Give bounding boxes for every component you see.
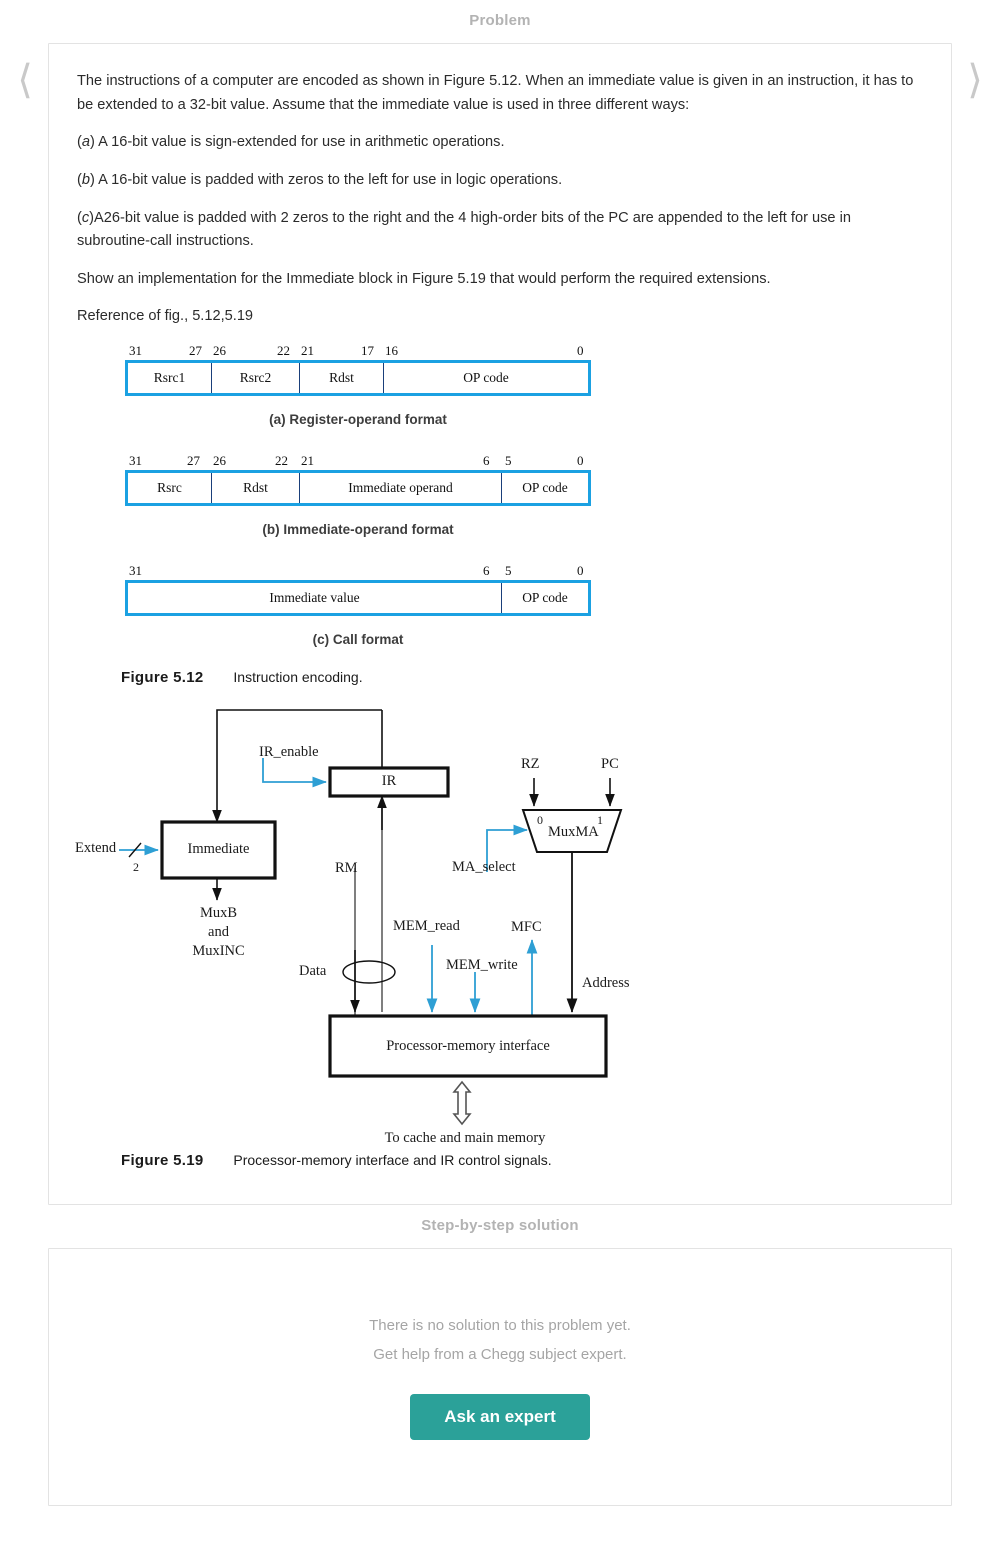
field-rdst: Rdst xyxy=(212,473,300,504)
label-and: and xyxy=(208,924,229,941)
figure-5-12-label: Figure 5.12 Instruction encoding. xyxy=(121,669,923,686)
label-to-memory: To cache and main memory xyxy=(384,1130,546,1147)
field-immediate: Immediate operand xyxy=(300,473,502,504)
field-opcode: OP code xyxy=(522,480,568,496)
label-pc: PC xyxy=(601,756,619,773)
figure-title: Processor-memory interface and IR contro… xyxy=(233,1152,552,1169)
figure-title: Instruction encoding. xyxy=(233,669,363,686)
label-processor-memory-interface: Processor-memory interface xyxy=(386,1038,550,1055)
label-ma-select: MA_select xyxy=(452,859,516,876)
page-title: Problem xyxy=(469,12,531,29)
instruction-format-b: 31 27 26 22 21 6 5 0 Rsrc Rdst Immediate… xyxy=(125,453,923,537)
figure-5-19-schematic xyxy=(119,709,623,1126)
label-rm: RM xyxy=(335,860,358,877)
problem-paragraph: The instructions of a computer are encod… xyxy=(77,73,914,113)
bit-labels-b: 31 27 26 22 21 6 5 0 xyxy=(129,453,584,469)
solution-card: There is no solution to this problem yet… xyxy=(48,1248,952,1507)
figure-5-12: 31 27 26 22 21 17 16 0 Rsrc1 Rsrc2 Rdst … xyxy=(121,343,923,686)
figure-number: Figure 5.12 xyxy=(121,669,204,687)
field-rsrc1: Rsrc1 xyxy=(128,363,212,394)
label-extend-width: 2 xyxy=(133,860,139,875)
figure-5-19: IR_enable IR Extend 2 Immediate MuxB and… xyxy=(75,700,957,1170)
bit-labels-a: 31 27 26 22 21 17 16 0 xyxy=(129,343,584,359)
label-mem-write: MEM_write xyxy=(446,957,518,974)
format-fields-a: Rsrc1 Rsrc2 Rdst OP code xyxy=(125,360,591,397)
chevron-left-icon[interactable]: ⟨ xyxy=(17,57,33,102)
problem-paragraph: Show an implementation for the Immediate… xyxy=(77,270,771,287)
format-caption-a: (a) Register-operand format xyxy=(269,412,447,428)
figure-5-19-label: Figure 5.19 Processor-memory interface a… xyxy=(121,1152,552,1169)
field-opcode: OP code xyxy=(522,590,568,606)
label-data: Data xyxy=(299,963,327,980)
field-opcode: OP code xyxy=(463,370,509,386)
format-caption-b: (b) Immediate-operand format xyxy=(262,522,454,538)
label-muxinc: MuxINC xyxy=(192,943,245,960)
format-fields-b: Rsrc Rdst Immediate operand OP code xyxy=(125,470,591,507)
ask-an-expert-button[interactable]: Ask an expert xyxy=(410,1393,590,1440)
problem-paragraph: (a) A 16-bit value is sign-extended for … xyxy=(77,134,505,151)
format-fields-c: Immediate value OP code xyxy=(125,580,591,617)
figure-number: Figure 5.19 xyxy=(121,1152,204,1170)
bit-labels-c: 31 6 5 0 xyxy=(129,563,584,579)
problem-paragraph: (b) A 16-bit value is padded with zeros … xyxy=(77,171,563,188)
label-muxma: MuxMA xyxy=(548,824,599,841)
get-help-message: Get help from a Chegg subject expert. xyxy=(373,1346,627,1364)
field-rsrc2: Rsrc2 xyxy=(212,363,300,394)
label-mfc: MFC xyxy=(511,919,542,936)
field-rdst: Rdst xyxy=(300,363,384,394)
chevron-right-icon[interactable]: ⟩ xyxy=(967,57,983,102)
label-ir: IR xyxy=(381,773,397,790)
problem-paragraph: (c)A26-bit value is padded with 2 zeros … xyxy=(77,209,851,250)
label-immediate: Immediate xyxy=(187,841,250,858)
instruction-format-c: 31 6 5 0 Immediate value OP code (c) Cal… xyxy=(125,563,923,647)
label-muxb: MuxB xyxy=(199,905,238,922)
instruction-format-a: 31 27 26 22 21 17 16 0 Rsrc1 Rsrc2 Rdst … xyxy=(125,343,923,427)
label-ir-enable: IR_enable xyxy=(259,744,319,761)
format-caption-c: (c) Call format xyxy=(312,632,404,648)
field-rsrc: Rsrc xyxy=(128,473,212,504)
label-mux-input-0: 0 xyxy=(537,813,543,828)
label-extend: Extend xyxy=(75,840,117,857)
no-solution-message: There is no solution to this problem yet… xyxy=(369,1317,631,1335)
problem-card: The instructions of a computer are encod… xyxy=(48,43,952,1206)
solution-section-title: Step-by-step solution xyxy=(421,1217,579,1235)
label-address: Address xyxy=(582,975,630,992)
label-rz: RZ xyxy=(521,756,540,773)
problem-paragraph: Reference of fig., 5.12,5.19 xyxy=(77,308,254,325)
label-mux-input-1: 1 xyxy=(597,813,603,828)
field-immediate-value: Immediate value xyxy=(128,583,502,614)
label-mem-read: MEM_read xyxy=(393,918,460,935)
